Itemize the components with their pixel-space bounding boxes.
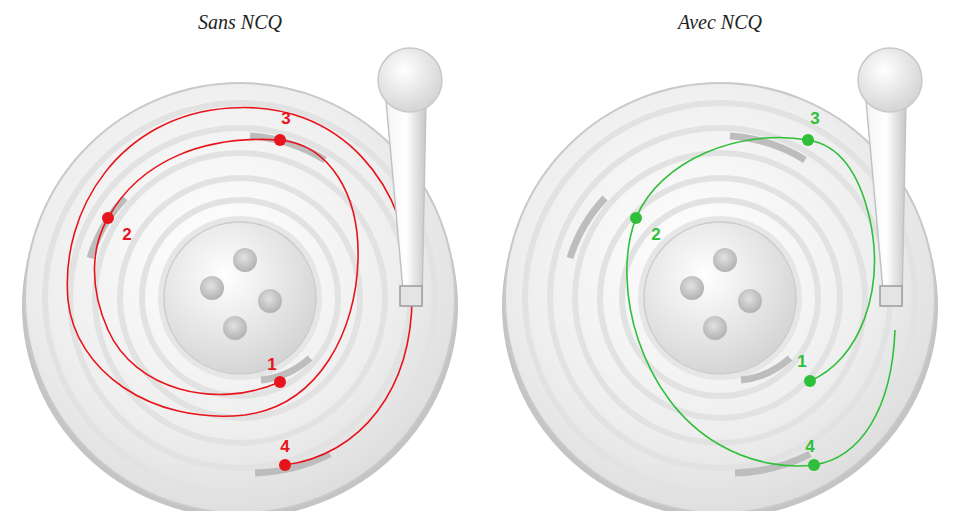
disk-without-ncq xyxy=(22,48,458,511)
callout-number: 1 xyxy=(267,356,276,373)
callout-number: 3 xyxy=(810,110,819,127)
panel-title: Sans NCQ xyxy=(198,12,282,32)
panel-title: Avec NCQ xyxy=(678,12,762,32)
access-path xyxy=(67,107,412,465)
access-path xyxy=(627,137,895,465)
callout-number: 1 xyxy=(797,353,806,370)
callout-number: 2 xyxy=(122,226,131,243)
callout-number: 3 xyxy=(281,110,290,127)
callout-number: 2 xyxy=(651,226,660,243)
callout-number: 4 xyxy=(280,438,289,455)
callout-number: 4 xyxy=(805,438,814,455)
disk-with-ncq xyxy=(502,48,938,511)
